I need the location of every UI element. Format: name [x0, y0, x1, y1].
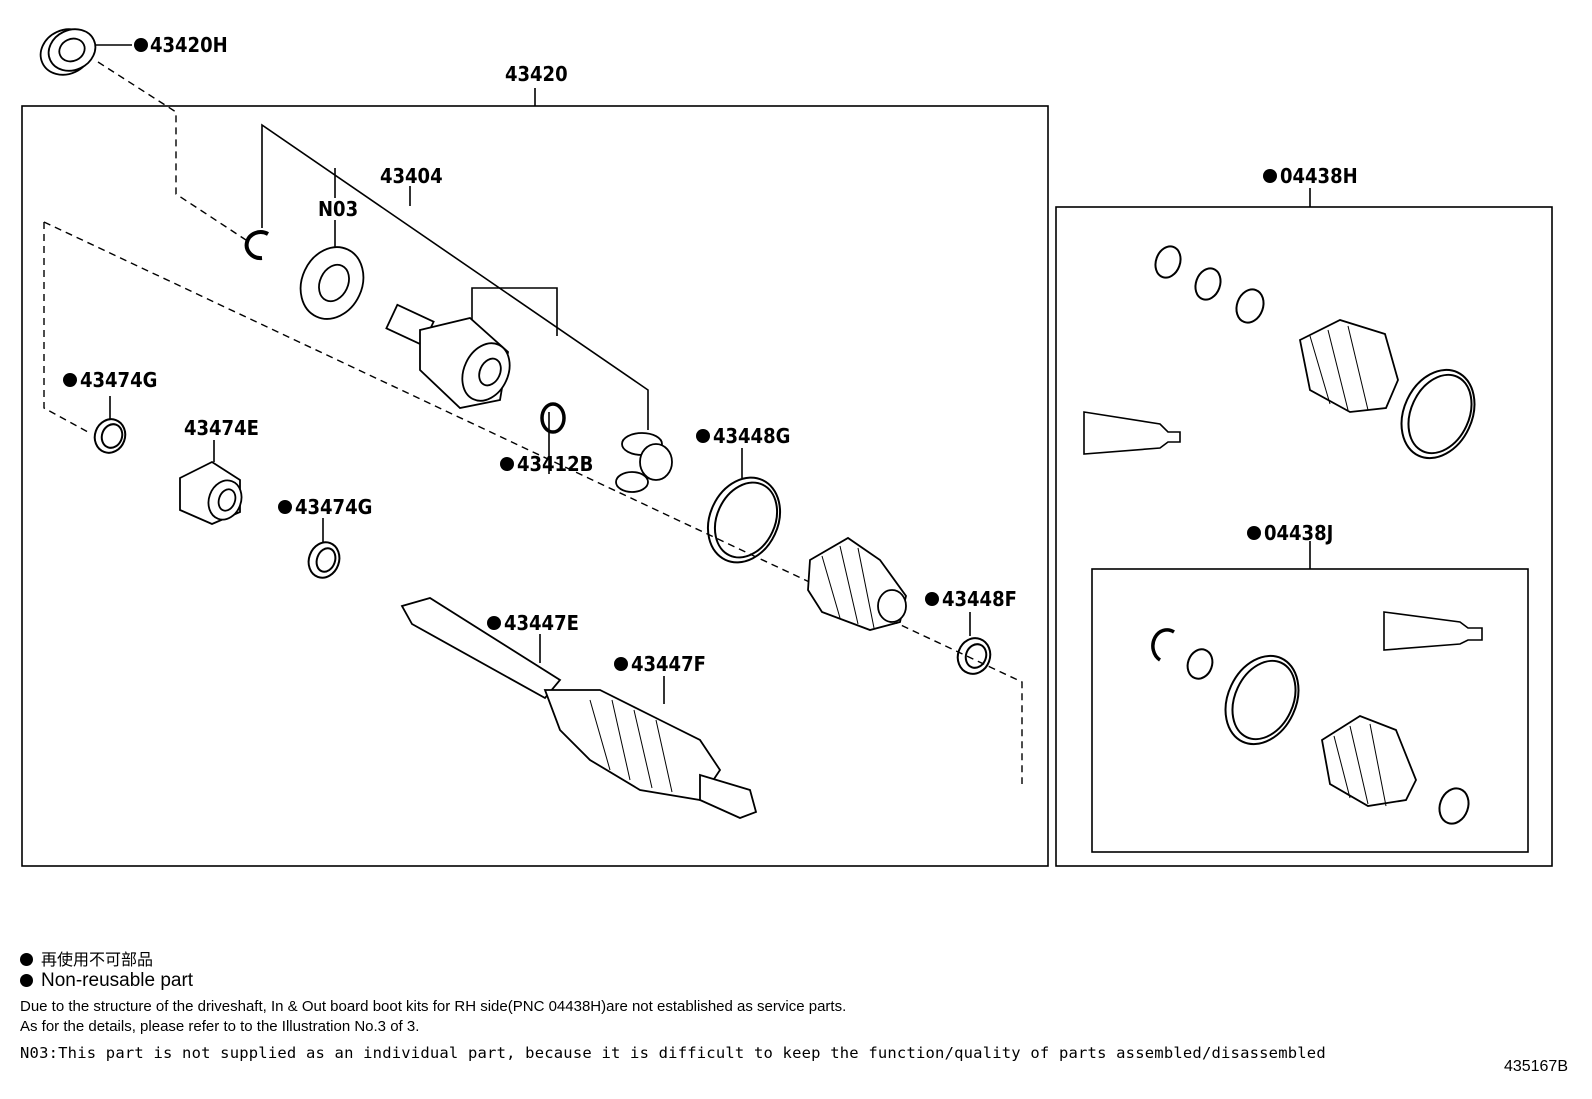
bullet-icon [20, 953, 33, 966]
clip-43412B [540, 402, 566, 434]
label-43448G: 43448G [713, 424, 790, 448]
assembly-frame-43420 [21, 105, 1049, 867]
washer-N03 [299, 246, 365, 320]
driveshaft-assembly [400, 597, 758, 819]
note-line-1: Due to the structure of the driveshaft, … [20, 998, 847, 1015]
label-43448F: 43448F [942, 587, 1017, 611]
label-N03: N03 [318, 197, 358, 221]
inboard-joint-housing [385, 303, 511, 409]
label-43474G-a: 43474G [80, 368, 157, 392]
label-43447F: 43447F [631, 652, 706, 676]
snap-ring-icon [244, 230, 269, 261]
clamp-43474G-left [93, 418, 127, 454]
note-line-2: As for the details, please refer to to t… [20, 1018, 420, 1035]
label-43420H: 43420H [150, 33, 228, 57]
tripod-joint [615, 432, 673, 493]
label-43474E: 43474E [184, 416, 259, 440]
boot-kit-frame-04438J [1091, 568, 1529, 853]
clamp-43474G-mid [307, 541, 341, 579]
dynamic-damper-43474E [179, 460, 243, 525]
label-43474G-b: 43474G [295, 495, 372, 519]
boot-inboard [807, 536, 907, 631]
clamp-43448F [956, 637, 992, 675]
legend-jp: 再使用不可部品 [20, 946, 153, 970]
kit-04438H-parts [1083, 245, 1476, 460]
illustration-code: 435167B [1503, 1058, 1568, 1075]
seal-43420H [39, 28, 97, 76]
legend-en: Non-reusable part [20, 970, 193, 992]
note-line-3: N03:This part is not supplied as an indi… [20, 1044, 1326, 1062]
label-43412B: 43412B [517, 452, 593, 476]
label-04438H: 04438H [1280, 164, 1358, 188]
clamp-43448G [707, 476, 781, 564]
bullet-icon [20, 974, 33, 987]
label-43420: 43420 [505, 62, 568, 86]
label-43404: 43404 [380, 164, 443, 188]
boot-kit-frame-04438H [1055, 206, 1553, 867]
label-04438J: 04438J [1264, 521, 1333, 545]
kit-04438J-parts [1151, 611, 1483, 825]
label-43447E: 43447E [504, 611, 579, 635]
legend-jp-text: 再使用不可部品 [41, 950, 154, 969]
legend-en-text: Non-reusable part [41, 970, 194, 991]
